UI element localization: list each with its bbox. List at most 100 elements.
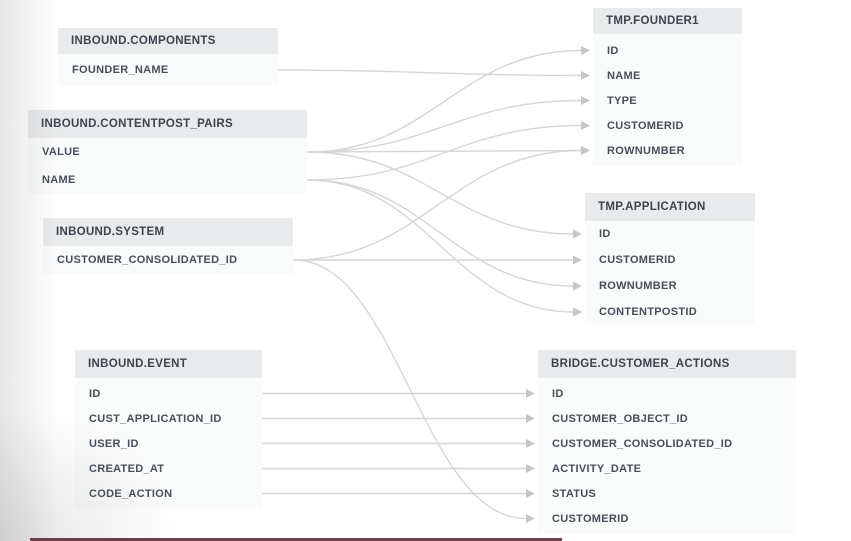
field-row-user-id[interactable]: USER_ID <box>75 431 262 456</box>
arrowhead-icon <box>581 146 590 155</box>
field-row-customer-consolidated-id[interactable]: CUSTOMER_CONSOLIDATED_ID <box>43 246 293 274</box>
field-row-customerid[interactable]: CUSTOMERID <box>538 506 796 531</box>
field-row-id[interactable]: ID <box>593 38 742 63</box>
field-label: CUSTOMERID <box>607 119 684 132</box>
bottom-edge-bar <box>30 538 562 541</box>
arrowhead-icon <box>581 96 590 105</box>
connection-line <box>307 179 574 287</box>
field-label: CONTENTPOSTID <box>599 306 698 318</box>
arrowhead-icon <box>526 489 535 498</box>
field-label: CREATED_AT <box>89 462 165 475</box>
field-row-customerid[interactable]: CUSTOMERID <box>585 247 755 273</box>
arrowhead-icon <box>573 229 582 239</box>
table-header[interactable]: INBOUND.SYSTEM <box>43 218 293 246</box>
field-label: ROWNUMBER <box>607 144 685 157</box>
table-title: TMP.FOUNDER1 <box>606 15 699 27</box>
table-title: TMP.APPLICATION <box>598 201 706 213</box>
field-label: FOUNDER_NAME <box>72 64 169 76</box>
arrowhead-icon <box>573 281 582 291</box>
table-bridge-customer-actions: BRIDGE.CUSTOMER_ACTIONS ID CUSTOMER_OBJECT… <box>538 350 796 534</box>
field-row-founder-name[interactable]: FOUNDER_NAME <box>58 56 278 84</box>
table-inbound-system: INBOUND.SYSTEM CUSTOMER_CONSOLIDATED_ID <box>43 218 293 274</box>
field-label: CUSTOMERID <box>599 254 676 266</box>
field-label: TYPE <box>607 94 637 107</box>
table-inbound-components: INBOUND.COMPONENTS FOUNDER_NAME <box>58 28 278 86</box>
connection-line <box>293 149 582 261</box>
field-row-activity-date[interactable]: ACTIVITY_DATE <box>538 456 796 481</box>
table-inbound-event: INBOUND.EVENT ID CUST_APPLICATION_ID USER_I… <box>75 350 262 509</box>
field-row-id[interactable]: ID <box>75 381 262 406</box>
field-label: STATUS <box>552 487 597 500</box>
field-row-cust-application-id[interactable]: CUST_APPLICATION_ID <box>75 406 262 431</box>
table-rows: VALUE NAME <box>28 138 307 194</box>
field-row-customerid[interactable]: CUSTOMERID <box>593 113 742 138</box>
table-inbound-contentpost-pairs: INBOUND.CONTENTPOST_PAIRS VALUE NAME <box>28 110 307 194</box>
field-label: ID <box>552 387 564 400</box>
arrowhead-icon <box>573 307 582 317</box>
table-title: BRIDGE.CUSTOMER_ACTIONS <box>551 358 730 370</box>
arrowhead-icon <box>526 389 535 398</box>
field-row-name[interactable]: NAME <box>593 63 742 88</box>
arrowhead-icon <box>581 71 590 80</box>
field-row-status[interactable]: STATUS <box>538 481 796 506</box>
connection-line <box>307 179 574 313</box>
table-header[interactable]: TMP.FOUNDER1 <box>593 8 742 34</box>
table-rows: CUSTOMER_CONSOLIDATED_ID <box>43 246 293 274</box>
table-header[interactable]: INBOUND.EVENT <box>75 350 262 378</box>
field-label: NAME <box>607 69 641 82</box>
table-header[interactable]: INBOUND.COMPONENTS <box>58 28 278 54</box>
field-label: ROWNUMBER <box>599 280 677 292</box>
field-row-id[interactable]: ID <box>538 381 796 406</box>
field-label: CUSTOMER_OBJECT_ID <box>552 412 688 425</box>
table-rows: FOUNDER_NAME <box>58 54 278 86</box>
field-row-type[interactable]: TYPE <box>593 88 742 113</box>
arrowhead-icon <box>526 439 535 448</box>
field-row-created-at[interactable]: CREATED_AT <box>75 456 262 481</box>
table-header[interactable]: INBOUND.CONTENTPOST_PAIRS <box>28 110 307 138</box>
arrowhead-icon <box>526 514 535 523</box>
field-row-code-action[interactable]: CODE_ACTION <box>75 481 262 506</box>
field-row-rownumber[interactable]: ROWNUMBER <box>585 273 755 299</box>
field-label: CUST_APPLICATION_ID <box>89 412 222 425</box>
connection-line <box>307 151 574 235</box>
field-row-name[interactable]: NAME <box>28 166 307 194</box>
table-title: INBOUND.EVENT <box>88 358 188 370</box>
table-header[interactable]: TMP.APPLICATION <box>585 193 755 221</box>
table-rows: ID CUSTOMER_OBJECT_ID CUSTOMER_CONSOLIDATE… <box>538 378 796 534</box>
arrowhead-icon <box>573 255 582 265</box>
field-label: CUSTOMER_CONSOLIDATED_ID <box>552 437 733 450</box>
field-row-id[interactable]: ID <box>585 221 755 247</box>
table-title: INBOUND.COMPONENTS <box>71 35 216 47</box>
field-label: ACTIVITY_DATE <box>552 462 642 475</box>
table-title: INBOUND.CONTENTPOST_PAIRS <box>41 118 233 130</box>
field-row-customer-object-id[interactable]: CUSTOMER_OBJECT_ID <box>538 406 796 431</box>
table-header[interactable]: BRIDGE.CUSTOMER_ACTIONS <box>538 350 796 378</box>
field-label: ID <box>607 44 619 57</box>
arrowhead-icon <box>581 46 590 55</box>
field-row-customer-consolidated-id[interactable]: CUSTOMER_CONSOLIDATED_ID <box>538 431 796 456</box>
table-title: INBOUND.SYSTEM <box>56 226 165 238</box>
field-label: NAME <box>42 174 76 186</box>
field-label: CUSTOMERID <box>552 512 629 525</box>
table-rows: ID NAME TYPE CUSTOMERID ROWNUMBER <box>593 34 742 166</box>
table-rows: ID CUST_APPLICATION_ID USER_ID CREATED_AT CO… <box>75 378 262 509</box>
field-row-rownumber[interactable]: ROWNUMBER <box>593 138 742 163</box>
connection-line <box>307 49 582 153</box>
arrowhead-icon <box>526 414 535 423</box>
field-label: ID <box>89 387 101 400</box>
field-label: VALUE <box>42 146 80 158</box>
field-row-value[interactable]: VALUE <box>28 138 307 166</box>
arrowhead-icon <box>526 464 535 473</box>
field-label: ID <box>599 228 611 240</box>
connection-line <box>293 259 527 520</box>
field-row-contentpostid[interactable]: CONTENTPOSTID <box>585 299 755 325</box>
connection-line <box>307 99 582 153</box>
connection-line <box>278 69 582 77</box>
table-tmp-application: TMP.APPLICATION ID CUSTOMERID ROWNUMBER CONT… <box>585 193 755 325</box>
connection-line <box>307 124 582 181</box>
field-label: CUSTOMER_CONSOLIDATED_ID <box>57 254 238 266</box>
table-rows: ID CUSTOMERID ROWNUMBER CONTENTPOSTID <box>585 221 755 325</box>
